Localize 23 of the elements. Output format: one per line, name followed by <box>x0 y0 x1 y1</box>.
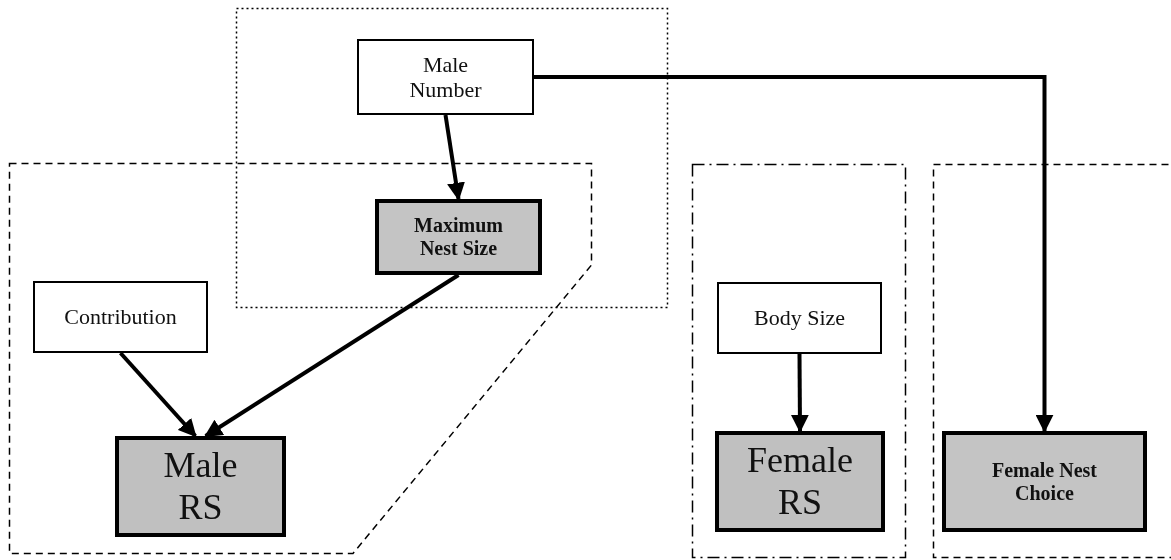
group-outline <box>236 8 668 308</box>
outcome-box <box>715 431 885 532</box>
box-label: Male Number <box>408 51 483 103</box>
arrow <box>119 351 197 438</box>
outcome-box <box>942 431 1147 532</box>
outcome-box <box>115 436 286 537</box>
variable-box <box>33 281 208 353</box>
box-label: Female RS <box>746 440 854 523</box>
group-outline-polygon <box>9 163 592 554</box>
arrow <box>534 75 1054 433</box>
box-label: Maximum Nest Size <box>413 214 504 260</box>
box-label: Male RS <box>162 445 239 528</box>
group-outline <box>933 164 1171 558</box>
box-label: Contribution <box>64 304 177 330</box>
outcome-box <box>375 199 542 275</box>
group-outline <box>692 164 906 558</box>
arrow <box>443 114 465 201</box>
arrow <box>790 354 809 433</box>
arrow <box>204 273 460 438</box>
box-label: Female Nest Choice <box>991 458 1098 505</box>
variable-box <box>717 282 882 354</box>
box-label: Body Size <box>753 305 846 331</box>
variable-box <box>357 39 534 115</box>
